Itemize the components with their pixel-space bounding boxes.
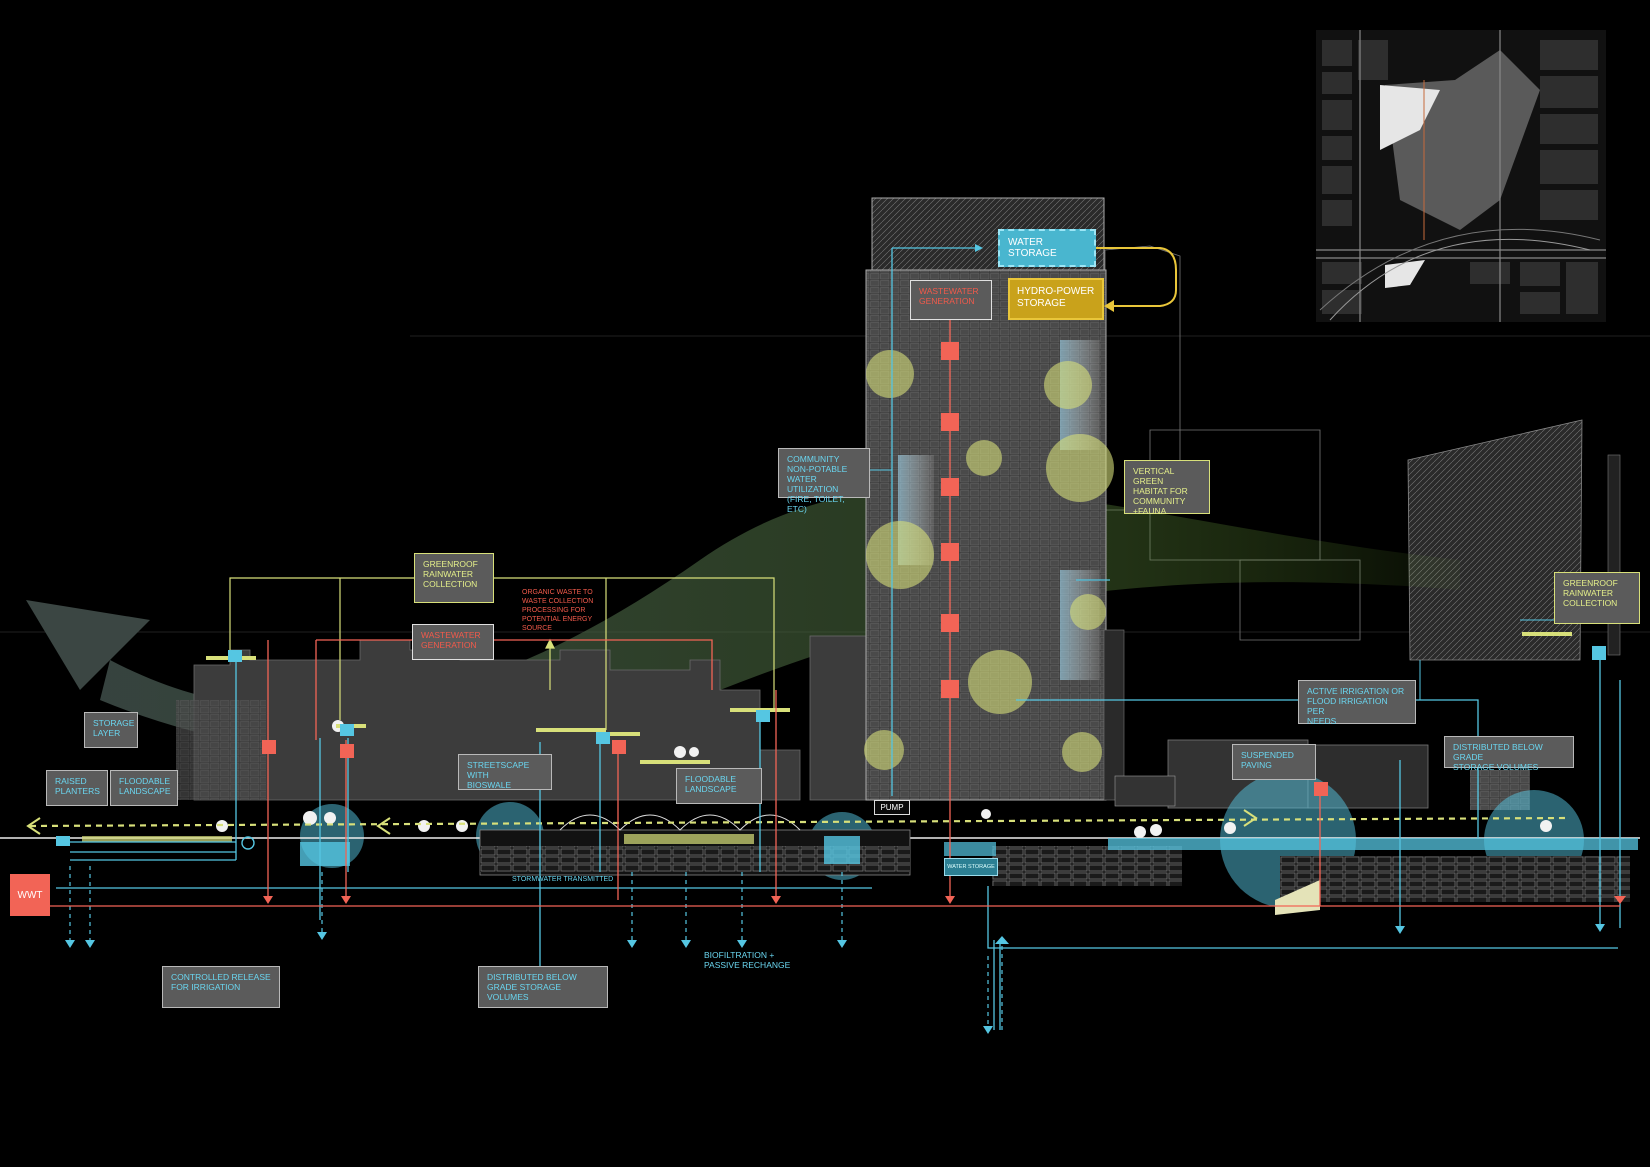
greenroof-collection-lines — [229, 577, 775, 730]
drain-arrowheads — [65, 244, 1605, 1034]
wastewater-network — [50, 300, 1620, 907]
controlled-release-label: CONTROLLED RELEASE FOR IRRIGATION — [162, 966, 280, 1008]
vegetation-circles — [864, 350, 1114, 772]
hydro-loop — [1096, 247, 1177, 312]
ground-section — [0, 814, 1640, 915]
suspended-paving-label: SUSPENDED PAVING — [1232, 744, 1316, 780]
hydro-power-storage-box: HYDRO-POWER STORAGE — [1008, 278, 1104, 320]
greenroof-collection-right-label: GREENROOF RAINWATER COLLECTION — [1554, 572, 1640, 624]
greenroof-collection-left-label: GREENROOF RAINWATER COLLECTION — [414, 553, 494, 603]
active-irrigation-label: ACTIVE IRRIGATION OR FLOOD IRRIGATION PE… — [1298, 680, 1416, 726]
stormwater-transmitted-label: STORMWATER TRANSMITTED — [512, 876, 614, 883]
wastewater-generation-tower-label: WASTEWATER GENERATION — [910, 280, 992, 320]
water-storage-small-label: WATER STORAGE — [944, 858, 998, 876]
community-water-label: COMMUNITY NON-POTABLE WATER UTILIZATION … — [778, 448, 870, 514]
biofiltration-note: BIOFILTRATION + PASSIVE RECHANGE — [704, 950, 791, 970]
water-storage-box: WATER STORAGE — [998, 229, 1096, 267]
wastewater-generation-low-label: WASTEWATER GENERATION — [412, 624, 494, 660]
distributed-storage-bottom-label: DISTRIBUTED BELOW GRADE STORAGE VOLUMES — [478, 966, 608, 1008]
angled-tower — [1407, 419, 1583, 661]
streetscape-bioswale-label: STREETSCAPE WITH BIOSWALE — [458, 754, 552, 790]
pump-label: PUMP — [874, 800, 910, 815]
site-plan-inset — [1316, 30, 1606, 322]
floodable-landscape-mid-label: FLOODABLE LANDSCAPE — [676, 768, 762, 804]
wastewater-nodes — [262, 342, 1626, 904]
vertical-green-habitat-label: VERTICAL GREEN HABITAT FOR COMMUNITY +FA… — [1124, 460, 1210, 516]
wwt-box: WWT — [10, 874, 50, 916]
distributed-storage-right-label: DISTRIBUTED BELOW GRADE STORAGE VOLUMES — [1444, 736, 1574, 772]
floodable-landscape-left-label: FLOODABLE LANDSCAPE — [110, 770, 178, 806]
surface-flow-line — [26, 809, 1571, 835]
slim-tower — [1607, 454, 1621, 656]
drain-dashes — [69, 866, 1003, 1030]
water-network — [56, 247, 1621, 1030]
storage-layer-label: STORAGE LAYER — [84, 712, 138, 748]
organic-waste-note: ORGANIC WASTE TO WASTE COLLECTION PROCES… — [522, 589, 594, 632]
raised-planters-label: RAISED PLANTERS — [46, 770, 108, 806]
airflow-arrow — [26, 487, 1460, 756]
water-nodes — [56, 646, 1606, 850]
